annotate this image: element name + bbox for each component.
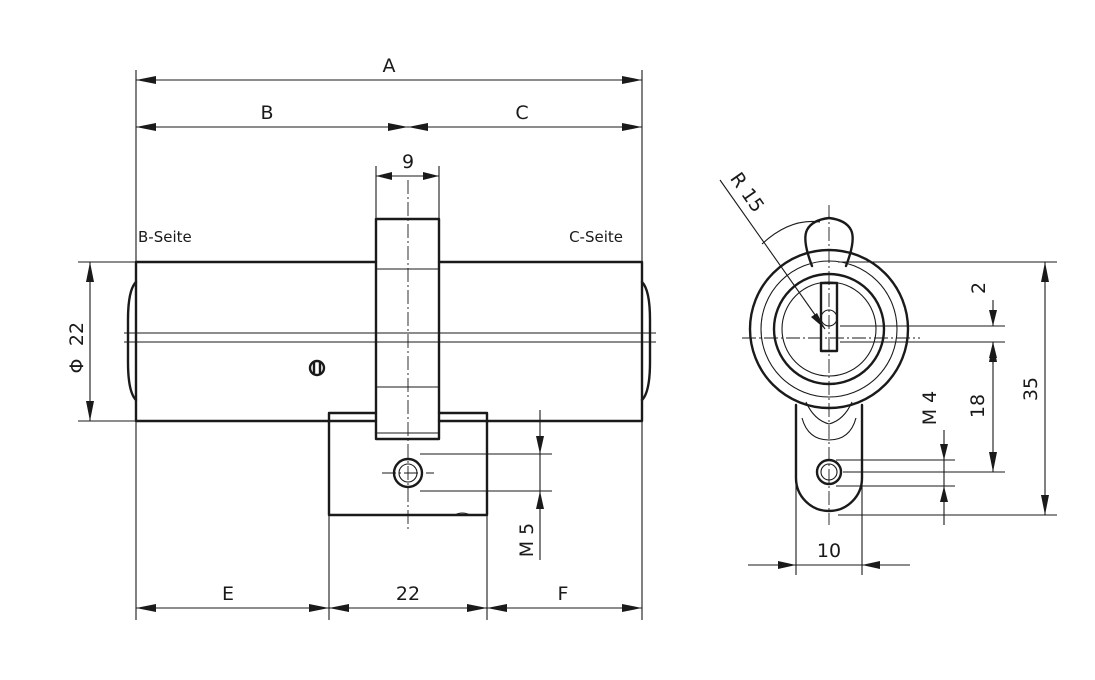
dimension-cam-width: 9 — [375, 151, 440, 219]
side-c-label: C-Seite — [569, 228, 623, 246]
dimension-M4: M 4 — [836, 391, 955, 525]
dim-M4-label: M 4 — [919, 391, 941, 426]
dim-2-label: 2 — [968, 282, 990, 294]
bottom-lug — [794, 403, 864, 513]
side-view: R 15 2 18 — [719, 168, 1057, 575]
dimension-2: 2 — [840, 282, 1005, 364]
side-b-label: B-Seite — [138, 228, 192, 246]
dimension-radius: R 15 — [719, 168, 826, 330]
front-view: A B C 9 B-Seite C-Seite — [66, 55, 656, 620]
dimension-B-C: B C — [136, 102, 642, 131]
screw-symbol — [308, 359, 326, 377]
dimension-A: A — [135, 55, 643, 262]
dim-F-label: F — [558, 583, 569, 605]
dim-diameter-symbol: Φ — [66, 359, 88, 374]
dimension-10: 10 — [748, 478, 910, 575]
dimension-M5: M 5 — [420, 410, 552, 560]
dim-A-label: A — [383, 55, 396, 77]
cam — [374, 217, 441, 441]
dim-C-label: C — [515, 102, 528, 124]
dim-10-label: 10 — [817, 540, 841, 562]
m5-threaded-hole — [382, 457, 434, 489]
dim-22-label: 22 — [396, 583, 420, 605]
lug-curve — [801, 417, 857, 441]
dim-diameter-label: 22 — [66, 322, 88, 346]
dim-B-label: B — [260, 102, 273, 124]
dim-E-label: E — [222, 583, 234, 605]
dim-radius-label: R 15 — [725, 168, 768, 216]
dim-cam-width-label: 9 — [402, 151, 414, 173]
dimension-E-22-F: E 22 F — [135, 421, 643, 620]
lug-inner-contour — [805, 401, 853, 425]
right-end-chamfer — [640, 280, 652, 402]
left-end-chamfer — [126, 280, 138, 402]
dim-M5-label: M 5 — [516, 523, 538, 558]
dimension-35: 35 — [838, 261, 1057, 516]
dim-35-label: 35 — [1020, 377, 1042, 401]
housing-notch — [454, 512, 471, 516]
dim-18-label: 18 — [967, 394, 989, 418]
dimension-18: 18 — [843, 342, 1005, 473]
dimension-diameter: Φ 22 — [66, 261, 136, 422]
